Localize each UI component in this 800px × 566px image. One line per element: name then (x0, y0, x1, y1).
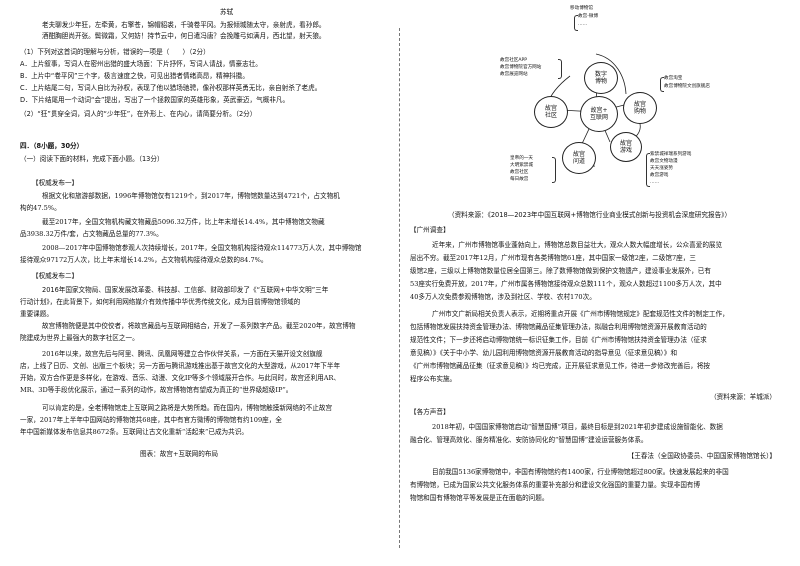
paragraph-line: 规范性文件；下一步还将启动博物馆统一标识征集工作，目前《广州市博物馆扶持资金管理… (410, 336, 707, 344)
source-note-1: （资料来源：《2018—2023年中国互联网+博物馆行业商业模式创新与投资机会深… (448, 211, 732, 219)
paragraph-line: 融合化、管理高效化、服务精准化、安防协同化的“智慧国博”建设运营服务体系。 (410, 436, 648, 444)
paragraph-line: 目前我国5136家博物馆中，非国有博物馆约有1400家，行业博物馆超过800家。… (432, 468, 729, 476)
question-2-stem: （2）“狂”贯穿全词，词人的“少年狂”，在外形上、在内心，请简要分析。（2分） (20, 110, 257, 118)
paragraph-line: 53座实行免费开放，2017年，广州市属各博物馆接待观众总数111个，观众人数超… (410, 280, 722, 288)
paragraph-line: 意见稿）》《关于中小学、幼儿园利用博物馆资源开展教育活动的指导意见（征求意见稿）… (410, 349, 678, 357)
tag-authority-1: 【权威发布一】 (32, 179, 79, 187)
paragraph-line: 2008—2017年中国博物馆参观人次持续增长，2017年，全国文物机构接待观众… (42, 244, 362, 252)
note-bl-3: 故宫社区 (510, 170, 529, 175)
node-community: 故宫社区 (534, 96, 568, 128)
layout-diagram: 数字博物 故宫购物 故宫游戏 故宫问道 故宫社区 故宫+互联网 移动博物馆 故宫… (410, 6, 782, 200)
poem-line: 酒酣胸胆尚开张。鬓微霜，又何妨！持节云中，何日遣冯唐？会挽雕弓如满月，西北望，射… (42, 32, 326, 40)
left-column: 苏轼 老夫聊发少年狂，左牵黄，右擎苍，锦帽貂裘，千骑卷平冈。为报倾城随太守，亲射… (20, 0, 390, 566)
paragraph-line: 截至2017年，全国文物机构藏文物藏品5096.32万件，比上年末增长14.4%… (42, 218, 325, 226)
note-tl-3: 故宫展览网站 (500, 72, 528, 77)
note-br-4: 故宫游戏 (650, 173, 669, 178)
tag-authority-2: 【权威发布二】 (32, 272, 79, 280)
speaker-label: 【王春法（全国政协委员、中国国家博物馆馆长）】 (627, 452, 776, 460)
right-column: 数字博物 故宫购物 故宫游戏 故宫问道 故宫社区 故宫+互联网 移动博物馆 故宫… (410, 0, 782, 566)
node-shopping: 故宫购物 (623, 92, 657, 124)
poem-author: 苏轼 (220, 8, 234, 16)
note-bl-4: 每日故宫 (510, 177, 529, 182)
paragraph-line: 店，上线了日历、文创、出版三个板块；另一方面与腾讯游戏推出基于故宫文化的大型游戏… (20, 362, 341, 370)
option-c: C．上片结尾二句，写词人自比为孙权，表现了他以猎场驰骋，像孙权那样英勇无比，亲自… (20, 84, 322, 92)
paragraph-line: 《广州市博物馆藏品征集（征求意见稿）》均已完成，正开展征求意见工作，待进一步修改… (410, 362, 711, 370)
paragraph-line: 物馆和国有博物馆平等发展是正在面临的问题。 (410, 494, 549, 502)
paragraph-line: 有博物馆，已成为国家公共文化服务体系的重要补充部分和建设文化强国的重要力量。实现… (410, 481, 701, 489)
note-r-bracket (660, 77, 664, 92)
subsection-heading: （一）阅读下面的材料，完成下面小题。（13分） (20, 155, 164, 163)
node-digital-museum: 数字博物 (584, 62, 618, 94)
node-games: 故宫游戏 (610, 132, 642, 162)
paragraph-line: 40多万人次免费参观博物馆，涉及到社区、学校、农村170次。 (410, 293, 596, 301)
paragraph-line: 2018年初，中国国家博物馆启动“智慧国博”项目，最终目标是到2021年初步建成… (432, 423, 723, 431)
paragraph-line: 接待观众97172万人次，比上年末增长14.2%，占文物机构接待观众总数的84.… (20, 256, 268, 264)
paragraph-line: 年中国新媒体发布信息共8672条。互联网让古文化重新“活起来”已成为共识。 (20, 428, 248, 436)
paragraph-line: 广州市文广新局相关负责人表示，近期将重点开展《广州市博物馆规定》配套规范性文件的… (432, 310, 729, 318)
question-1-stem: （1）下列对这首词的理解与分析，错误的一项是（ ）（2分） (20, 48, 210, 56)
option-a: A．上片叙事，写词人在密州出猎的盛大场面：下片抒怀，写词人请战，情豪志壮。 (20, 60, 262, 68)
source-note-2: （资料来源：羊城派） (710, 393, 776, 401)
section-heading: 四．（8小题，30分） (20, 142, 84, 150)
column-divider (399, 28, 400, 548)
paragraph-line: 程序公布实施。 (410, 375, 457, 383)
note-br-1: 紫禁城祥瑞系列游戏 (650, 152, 692, 157)
paragraph-line: 包括博物馆发展扶持资金管理办法、博物馆藏品征集管理办法，拟融合利用博物馆资源开展… (410, 323, 707, 331)
note-bl-1: 皇帝的一天 (510, 156, 533, 161)
note-br-bracket (646, 153, 650, 187)
paragraph-line: 故宫博物院便是其中佼佼者，将故宫藏品与互联网相结合，开发了一系列数字产品。截至2… (42, 322, 356, 330)
note-tl-bracket (558, 59, 562, 79)
paragraph-line: 2016年以来，故宫先后与阿里、腾讯、凤凰网等建立合作伙伴关系，一方面在天猫开设… (42, 350, 323, 358)
note-top-1: 移动博物馆 (570, 6, 593, 11)
paragraph-line: 品3938.32万件/套，占文物藏品总量的77.3%。 (20, 230, 163, 238)
paragraph-line: 可以肯定的是，全老博物馆走上互联网之路将是大势所趋。而在国内，博物馆触摸新网络的… (42, 404, 333, 412)
paragraph-line: 院建成为世界上最强大的数字社区之一。 (20, 334, 139, 342)
paragraph-line: 一家，2017年上半年中国网站的博物馆共68座，其中有官方微博的博物馆有约109… (20, 416, 282, 424)
note-br-5: …… (650, 180, 660, 185)
node-center: 故宫+互联网 (580, 96, 618, 132)
note-br-3: 天天涨姿势 (650, 166, 673, 171)
note-bl-bracket (552, 157, 556, 183)
figure-caption: 图表：故宫+互联网的布局 (140, 450, 219, 458)
note-bl-2: 大明紫禁城 (510, 163, 533, 168)
poem-line: 老夫聊发少年狂，左牵黄，右擎苍，锦帽貂裘，千骑卷平冈。为报倾城随太守，亲射虎，看… (42, 21, 326, 29)
paragraph-line: 层出不穷。截至2017年12月，广州市现有各类博物馆61座，其中国家一级馆2座，… (410, 254, 696, 262)
tag-guangzhou: 【广州调查】 (410, 226, 450, 234)
paragraph-line: 行动计划》，在此背景下，如何利用网络媒介有效传播中华优秀传统文化，成为目前博物馆… (20, 298, 301, 306)
note-top-2: 故宫-微博 (578, 14, 599, 19)
note-tl-2: 故宫博物院官方网站 (500, 65, 542, 70)
paragraph-line: MR、3D等手段优化展示，通过一系列的动作，故宫博物馆有望成为真正的“世界级超级… (20, 386, 293, 394)
node-culture: 故宫问道 (562, 142, 596, 174)
note-top-bracket (574, 15, 578, 31)
note-r-2: 故宫博物院文创旗舰店 (664, 84, 710, 89)
paragraph-line: 开始，双方合作更是多样化，在游戏、音乐、动漫、文化IP等多个领域展开合作。与此同… (20, 374, 341, 382)
tag-voices: 【各方声音】 (410, 408, 450, 416)
paragraph-line: 级馆2座，三级以上博物馆数量位居全国第三。除了数博物馆做到保护文物遗产，建设事业… (410, 267, 711, 275)
paragraph-line: 2016年国家文物局、国家发展改革委、科技部、工信部、财政部印发了《“互联网+中… (42, 286, 329, 294)
note-top-3: …… (578, 22, 588, 27)
option-d: D．下片结尾用一个动词“会”提出，写出了一个拯救国家的英雄形象，英武豪迈，气概非… (20, 96, 290, 104)
note-tl-1: 故宫社区APP (500, 58, 528, 63)
option-b: B．上片中“卷平冈”三个字，极言速度之快，可见出猎者情绪高昂，精神抖擞。 (20, 72, 249, 80)
paragraph-line: 根据文化和旅游部数据，1996年博物馆仅有1219个，到2017年，博物馆数量达… (42, 192, 340, 200)
note-r-1: 故宫淘宝 (664, 76, 683, 81)
note-br-2: 故宫文物动漫 (650, 159, 678, 164)
paragraph-line: 构的47.5%。 (20, 204, 61, 212)
paragraph-line: 近年来，广州市博物馆事业蓬勃向上，博物馆总数目益壮大，观众人数大幅度增长，公众喜… (432, 241, 723, 249)
paragraph-line: 重要课题。 (20, 310, 53, 318)
